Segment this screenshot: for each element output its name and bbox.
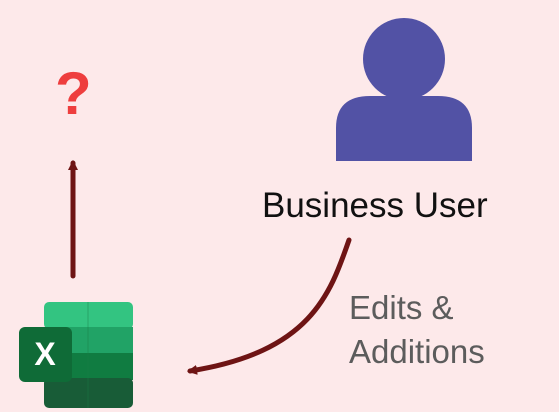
edits-label-line1: Edits &	[349, 289, 454, 326]
person-body	[336, 96, 472, 161]
edits-label-line2: Additions	[349, 333, 485, 370]
question-mark: ?	[55, 60, 92, 127]
edits-label: Edits & Additions	[349, 286, 485, 374]
excel-badge	[19, 327, 72, 382]
user-person-icon	[336, 18, 472, 161]
excel-icon: X	[19, 302, 133, 408]
excel-sheet-top	[44, 302, 133, 329]
excel-letter: X	[34, 336, 56, 372]
excel-sheet-bottom	[44, 378, 133, 408]
edits-arrow	[187, 237, 352, 375]
person-head	[363, 18, 445, 100]
user-label: Business User	[262, 186, 488, 225]
